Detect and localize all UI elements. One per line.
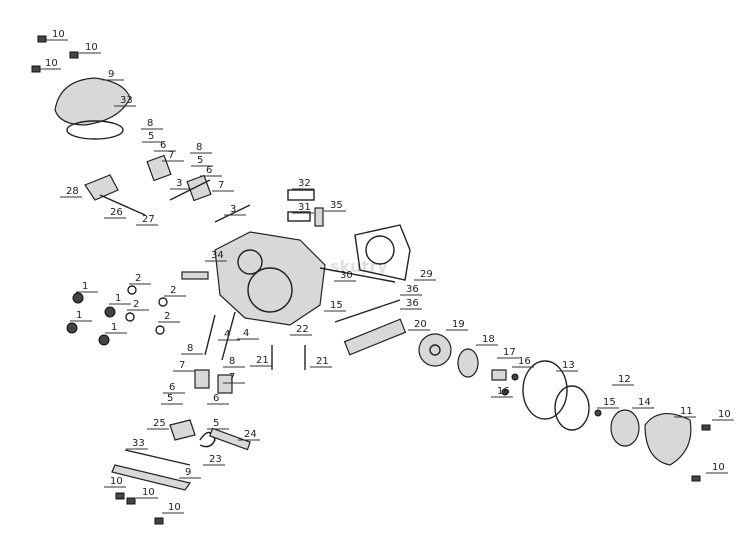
callout-33: 33 [132, 438, 145, 449]
callout-10: 10 [712, 462, 725, 473]
callout-8: 8 [187, 343, 193, 354]
callout-17: 17 [503, 347, 516, 358]
callout-4: 4 [224, 329, 230, 340]
valve-springs-top [146, 154, 251, 223]
callout-24: 24 [244, 429, 257, 440]
callout-36: 36 [406, 284, 419, 295]
callout-15: 15 [330, 300, 343, 311]
rocker-arm [84, 174, 146, 216]
callout-6: 6 [206, 165, 212, 176]
callout-23: 23 [209, 454, 222, 465]
callout-1: 1 [115, 293, 121, 304]
studs [319, 267, 401, 323]
callout-6: 6 [213, 393, 219, 404]
callout-5: 5 [167, 393, 173, 404]
nuts-left [66, 285, 168, 346]
callout-4: 4 [243, 328, 249, 339]
callout-21: 21 [316, 356, 329, 367]
callout-8: 8 [196, 142, 202, 153]
callout-25: 25 [153, 418, 166, 429]
callout-30: 30 [340, 270, 353, 281]
callout-10: 10 [110, 476, 123, 487]
callout-35: 35 [330, 200, 343, 211]
callout-2: 2 [135, 273, 141, 284]
callout-1: 1 [111, 322, 117, 333]
callout-2: 2 [170, 285, 176, 296]
callout-36: 36 [406, 298, 419, 309]
head-gasket [354, 224, 411, 281]
callout-21: 21 [256, 355, 269, 366]
callout-2: 2 [164, 311, 170, 322]
callout-34: 34 [211, 250, 224, 261]
side-covers [594, 409, 711, 482]
callout-33: 33 [120, 95, 133, 106]
camshaft [343, 318, 407, 356]
intake-parts [287, 189, 324, 227]
callout-10: 10 [718, 409, 731, 420]
callout-16: 16 [518, 356, 531, 367]
callout-6: 6 [169, 382, 175, 393]
callout-8: 8 [147, 118, 153, 129]
callout-19: 19 [452, 319, 465, 330]
callout-7: 7 [218, 180, 224, 191]
callout-27: 27 [142, 214, 155, 225]
o-ring [66, 120, 124, 140]
callout-3: 3 [230, 204, 236, 215]
cam-sprocket [418, 333, 519, 396]
lower-rocker-parts [111, 419, 251, 491]
callout-7: 7 [168, 150, 174, 161]
callout-9: 9 [108, 69, 114, 80]
callout-13: 13 [562, 360, 575, 371]
callout-3: 3 [176, 178, 182, 189]
callout-10: 10 [168, 502, 181, 513]
callout-18: 18 [482, 334, 495, 345]
callout-29: 29 [420, 269, 433, 280]
callout-14: 14 [638, 397, 651, 408]
callout-1: 1 [82, 281, 88, 292]
callout-5: 5 [213, 418, 219, 429]
callout-1: 1 [76, 310, 82, 321]
callout-10: 10 [52, 29, 65, 40]
spark-plug [181, 271, 209, 280]
o-rings-right [522, 360, 590, 431]
callout-20: 20 [414, 319, 427, 330]
bolts-top [31, 35, 79, 73]
callout-5: 5 [148, 131, 154, 142]
callout-32: 32 [298, 178, 311, 189]
callout-11: 11 [680, 406, 693, 417]
callout-7: 7 [229, 372, 235, 383]
bolts-bottom [115, 492, 164, 525]
cylinder-head [214, 231, 326, 326]
callout-9: 9 [185, 467, 191, 478]
callout-10: 10 [142, 487, 155, 498]
callout-8: 8 [229, 356, 235, 367]
callout-22: 22 [296, 324, 309, 335]
callout-28: 28 [66, 186, 79, 197]
callout-16: 16 [497, 386, 510, 397]
callout-5: 5 [197, 155, 203, 166]
callout-31: 31 [298, 202, 311, 213]
callout-10: 10 [85, 42, 98, 53]
callout-15: 15 [603, 397, 616, 408]
callout-10: 10 [45, 58, 58, 69]
callout-26: 26 [110, 207, 123, 218]
callout-2: 2 [133, 299, 139, 310]
valve-cover [54, 77, 131, 140]
callout-12: 12 [618, 374, 631, 385]
callout-7: 7 [179, 360, 185, 371]
callout-6: 6 [160, 140, 166, 151]
